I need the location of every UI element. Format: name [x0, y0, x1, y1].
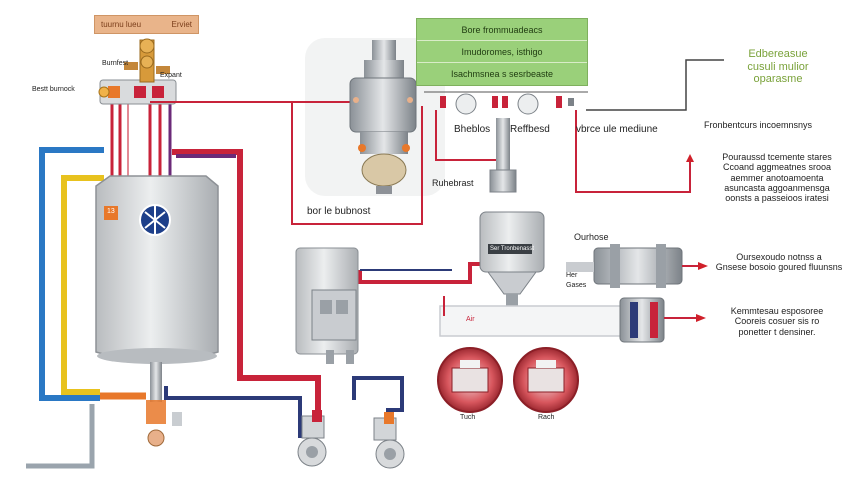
top-plate-right-text: Erviet	[171, 20, 192, 29]
gauge-row-caption: vbrce ule mediune	[576, 124, 658, 135]
gas-hose	[439, 244, 708, 343]
pump-box	[295, 247, 359, 364]
note-3-line-3: ponetter t densiner.	[738, 326, 816, 337]
dial-left	[437, 347, 503, 413]
gas-side-label-1: Her	[566, 272, 578, 279]
gas-side-label-2: Gases	[566, 282, 587, 289]
panel-row-3: Isachmsnea s sesrbeaste	[450, 68, 554, 79]
dial-right-caption: Rach	[538, 414, 555, 421]
note-2-line-1: Oursexoudo notnss a	[736, 252, 822, 262]
note-paragraph-1: Pouraussd tcemente stares Ccoand aggmeat…	[704, 152, 850, 204]
right-header: Fronbentcurs incoemnsnys	[704, 120, 813, 130]
gauge-right-label: Reffbesd	[510, 124, 550, 135]
top-fitting-label: Burnfest	[102, 60, 129, 67]
gauge-left-label: Bheblos	[454, 124, 491, 135]
green-title-line-2: cusuli mulior	[747, 60, 809, 73]
centre-pipes	[150, 101, 480, 438]
flow-sensor-label: Ruhebrast	[432, 178, 474, 188]
panel-row-1: Bore frommuadeacs	[417, 19, 587, 41]
left-pipes	[26, 98, 172, 469]
note-paragraph-2: Oursexoudo notnss a Gnsese bosoio goured…	[706, 252, 852, 273]
top-plate-left-text: tuurnu lueu	[101, 20, 142, 29]
note-3-line-1: Kemmtesau esposoree	[730, 306, 824, 316]
left-valve-label: Bestt burnock	[32, 86, 75, 93]
top-fitting-sublabel: Expant	[160, 72, 182, 79]
gauge-bank	[424, 91, 588, 115]
note-1-line-2: Ccoand aggmeatnes srooa	[722, 162, 832, 173]
burner-assembly	[349, 40, 417, 194]
note-1-line-3: aemmer anotoamoenta	[730, 172, 824, 183]
gas-hose-label: Ourhose	[574, 232, 609, 242]
note-2-line-2: Gnsese bosoio goured fluunsns	[715, 262, 843, 273]
separator-label: Ser Tronbenasst	[490, 246, 535, 252]
dial-right	[513, 347, 579, 413]
note-1-line-5: oonsts a passeioos iratesi	[725, 193, 829, 204]
tank-badge-bg	[104, 206, 118, 220]
tank-badge: 13	[107, 208, 115, 215]
note-paragraph-3: Kemmtesau esposoree Cooreis cosuer sis r…	[712, 306, 842, 337]
green-title-line-3: oparasme	[753, 73, 803, 86]
control-panel: Bore frommuadeacs Imudoromes, isthigo Is…	[416, 18, 588, 86]
dial-bar-label: Air	[466, 316, 475, 323]
control-lines	[435, 59, 724, 193]
bottom-valve-right	[373, 412, 405, 469]
top-manifold	[98, 38, 177, 105]
note-1-line-4: asuncasta aggoanmensga	[724, 183, 830, 194]
separator	[479, 118, 545, 306]
middle-caption: bor le bubnost	[307, 206, 371, 217]
note-3-line-2: Cooreis cosuer sis ro	[734, 316, 820, 327]
storage-tank	[95, 175, 219, 447]
note-1-line-1: Pouraussd tcemente stares	[722, 152, 832, 162]
green-title-line-1: Edbereasue	[748, 48, 808, 60]
dial-left-caption: Tuch	[460, 414, 476, 421]
green-title-block: Edbereasue cusuli mulior oparasme	[728, 48, 828, 86]
top-plate: tuurnu lueu Erviet	[94, 15, 199, 34]
bottom-valve-left	[297, 410, 327, 467]
panel-row-2: Imudoromes, isthigo	[417, 41, 587, 63]
